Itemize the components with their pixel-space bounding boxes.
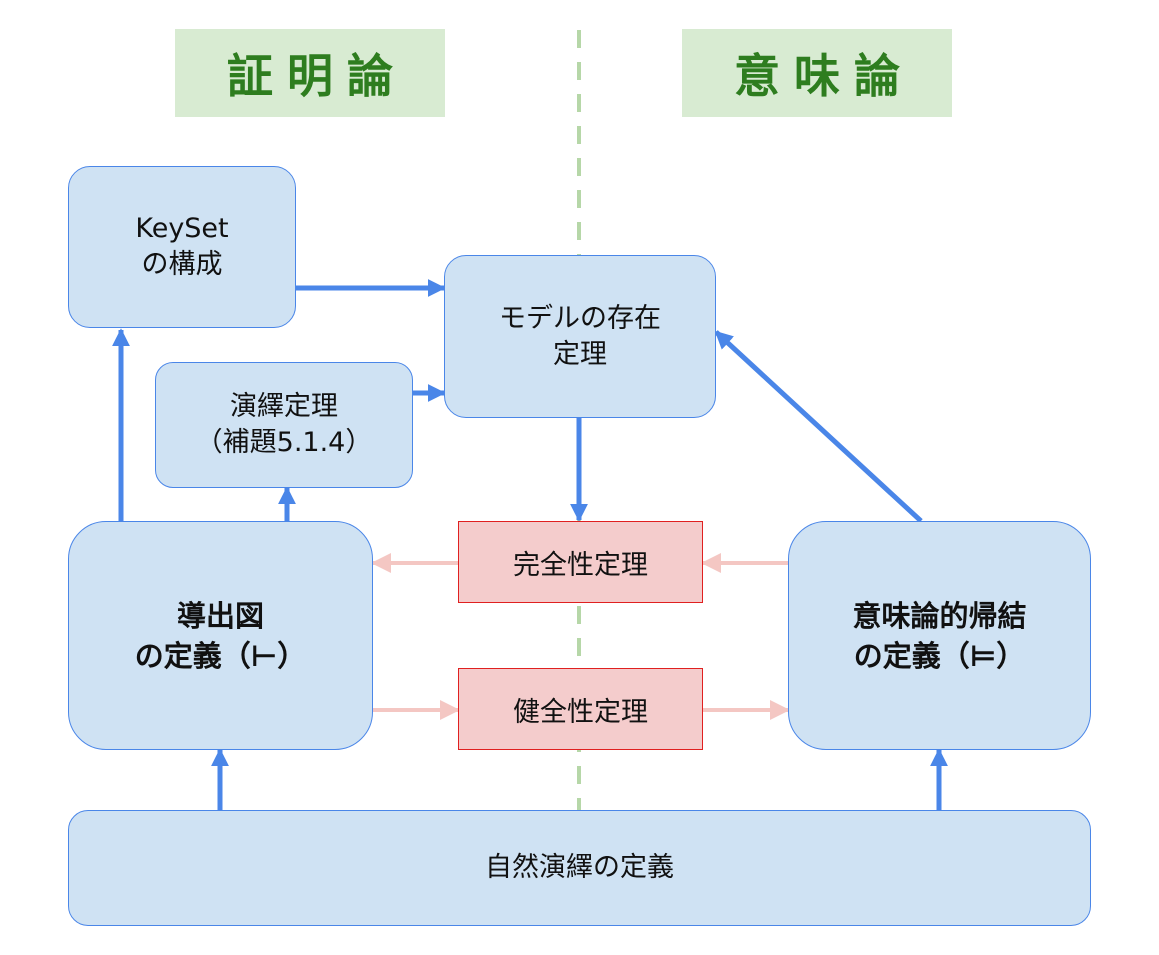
node-derivation-definition: 導出図 の定義（⊢） bbox=[68, 521, 373, 750]
node-model-existence-line1: モデルの存在 bbox=[499, 302, 661, 334]
node-derivation-line1: 導出図 bbox=[176, 598, 264, 633]
node-completeness-theorem: 完全性定理 bbox=[458, 521, 703, 603]
node-deduction-theorem-line2: （補題5.1.4） bbox=[195, 427, 373, 458]
node-deduction-theorem: 演繹定理 （補題5.1.4） bbox=[155, 362, 413, 488]
node-keyset: KeySet の構成 bbox=[68, 166, 296, 328]
node-consequence-line2: の定義（⊨） bbox=[853, 638, 1026, 673]
node-consequence-line1: 意味論的帰結 bbox=[852, 598, 1027, 633]
node-keyset-line1: KeySet bbox=[135, 213, 229, 244]
node-soundness-theorem: 健全性定理 bbox=[458, 668, 703, 750]
header-semantics: 意味論 bbox=[682, 29, 952, 117]
header-proof-theory: 証明論 bbox=[175, 29, 445, 117]
node-keyset-line2: の構成 bbox=[141, 249, 223, 280]
node-derivation-line2: の定義（⊢） bbox=[134, 638, 307, 673]
node-natural-deduction-definition: 自然演繹の定義 bbox=[68, 810, 1091, 926]
node-deduction-theorem-line1: 演繹定理 bbox=[230, 391, 338, 422]
node-consequence-definition: 意味論的帰結 の定義（⊨） bbox=[788, 521, 1091, 750]
node-model-existence: モデルの存在 定理 bbox=[444, 255, 716, 418]
arrow-consequence-to-model bbox=[714, 330, 923, 523]
node-model-existence-line2: 定理 bbox=[553, 338, 607, 370]
